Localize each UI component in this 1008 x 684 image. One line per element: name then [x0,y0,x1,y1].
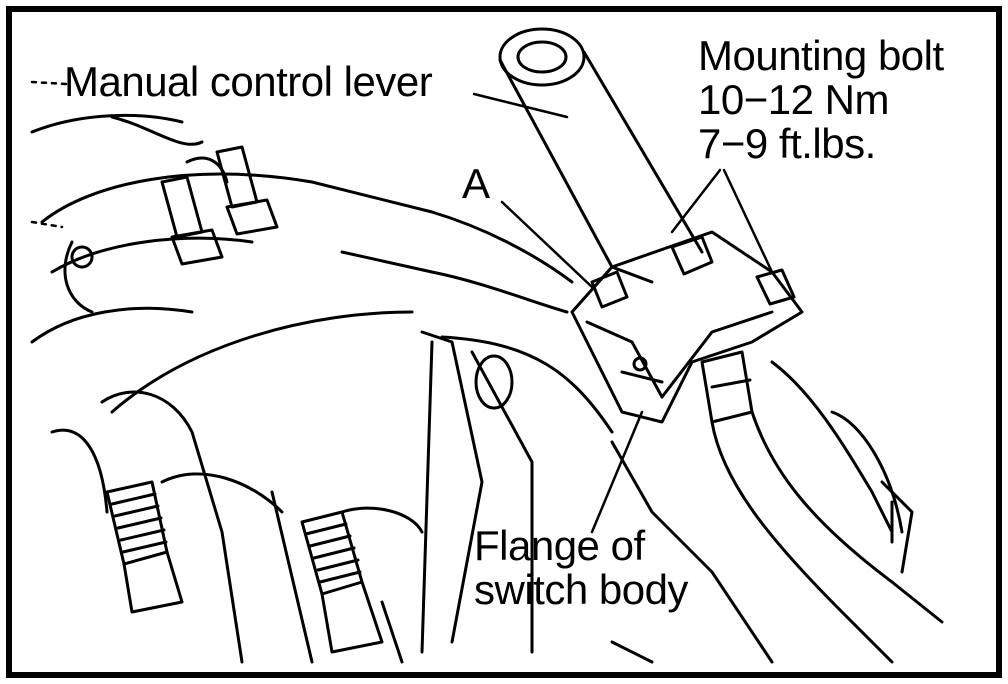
mounting-bolt-torque-nm: 10−12 Nm [698,76,889,123]
diagram-frame: Manual control lever Mounting bolt 10−12… [6,6,1002,678]
right-mounting-bolt [755,268,796,306]
flange-line2: switch body [474,566,688,613]
manual-control-lever-text: Manual control lever [64,58,433,105]
mounting-bolt-label: Mounting bolt 10−12 Nm 7−9 ft.lbs. [698,34,944,166]
point-a-text: A [462,160,490,207]
leader-lines [30,80,774,534]
threaded-stud-right [300,510,384,654]
manual-control-lever [498,27,704,284]
mounting-bolt-line1: Mounting bolt [698,32,944,79]
manual-control-lever-label: Manual control lever [64,58,433,105]
wire-harness [710,410,944,664]
mounting-bolt-torque-ftlbs: 7−9 ft.lbs. [698,120,876,167]
transmission-case [30,113,914,664]
transmission-illustration [30,27,944,664]
terminal-bolts [160,145,279,266]
center-bolt-head [670,235,714,276]
point-a-label: A [462,162,490,206]
flange-label: Flange of switch body [474,524,688,612]
threaded-stud-left [105,480,184,614]
left-mounting-bolt [590,270,629,309]
flange-line1: Flange of [474,522,645,569]
